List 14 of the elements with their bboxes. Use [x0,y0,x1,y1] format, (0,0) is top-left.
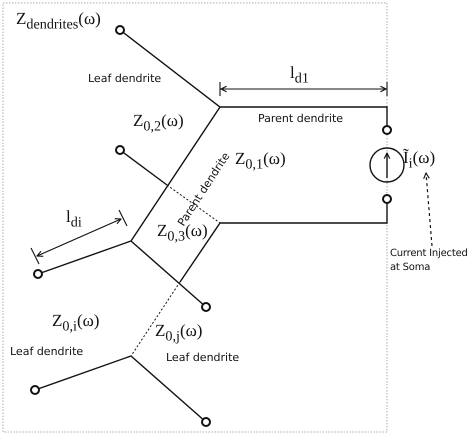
math-label: Z$_{0,2}$(ω) [133,112,184,135]
dimension-label: l$_{di}$ [66,208,82,231]
math-label: Z$_{0,j}$(ω) [155,322,202,345]
dimension-label: l$_{d1}$ [290,64,309,87]
part-label: Leaf dendrite [88,73,162,86]
part-label: Parent dendrite [258,113,344,126]
math-label: Z$_{0,1}$(ω) [235,150,286,173]
math-label: Ĩ$_{i}$(ω) [403,149,436,172]
leader-arrow [423,172,433,246]
math-label: Z$_{dendrites}$(ω) [16,10,101,33]
part-label: Leaf dendrite [166,352,240,364]
callout-text: Current Injected at Soma [390,247,472,274]
part-label: Leaf dendrite [10,346,84,358]
math-label: Z$_{0,i}$(ω) [52,312,100,335]
